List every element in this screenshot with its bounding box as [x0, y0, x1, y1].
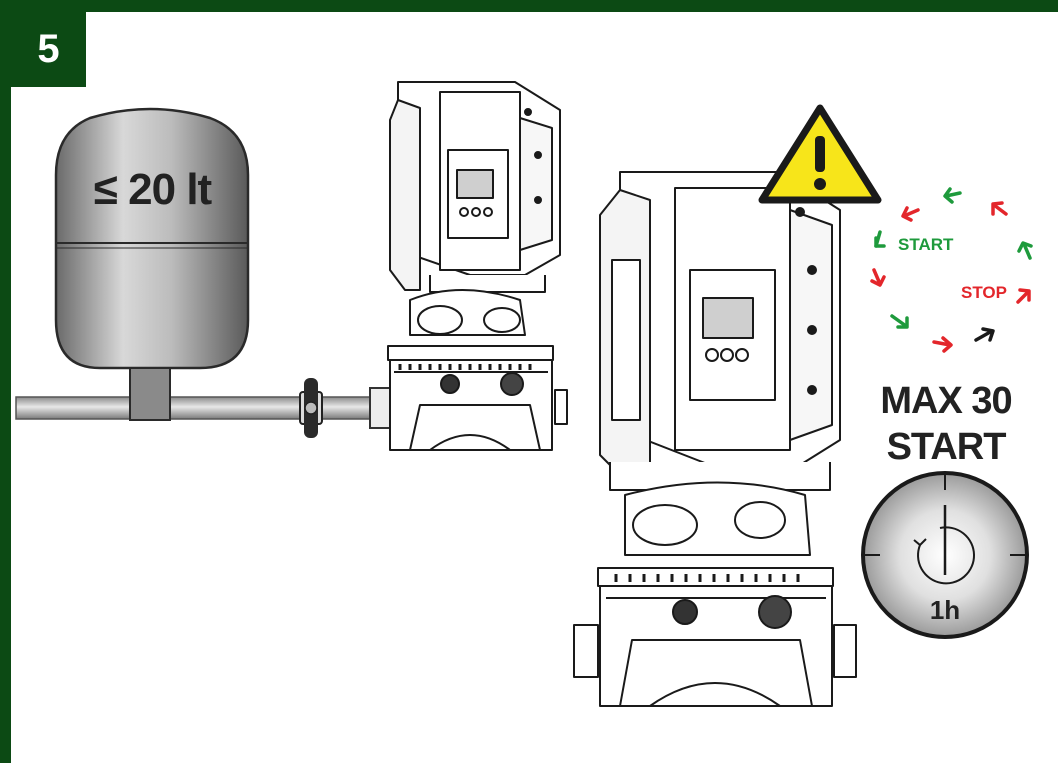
pump-unit-large	[573, 171, 857, 707]
frame-top-bar	[0, 0, 1058, 12]
tank-capacity-label: ≤ 20 lt	[93, 165, 212, 214]
warning-triangle-icon	[758, 104, 882, 204]
cycle-stop-label: STOP	[961, 283, 1007, 302]
shutoff-valve	[299, 378, 323, 438]
max-starts-label: MAX 30 START	[862, 378, 1030, 470]
start-stop-cycle	[870, 187, 1033, 353]
max-starts-line2: START	[886, 426, 1007, 468]
frame-left-bar	[0, 0, 11, 763]
cycle-start-label: START	[898, 235, 954, 254]
step-number-badge: 5	[11, 12, 86, 87]
supply-pipe	[15, 387, 397, 429]
expansion-tank	[54, 107, 250, 421]
max-starts-line1: MAX 30	[880, 380, 1012, 422]
clock-period-label: 1h	[929, 595, 961, 625]
pump-unit-small	[387, 81, 568, 451]
clock-icon	[861, 471, 1029, 639]
